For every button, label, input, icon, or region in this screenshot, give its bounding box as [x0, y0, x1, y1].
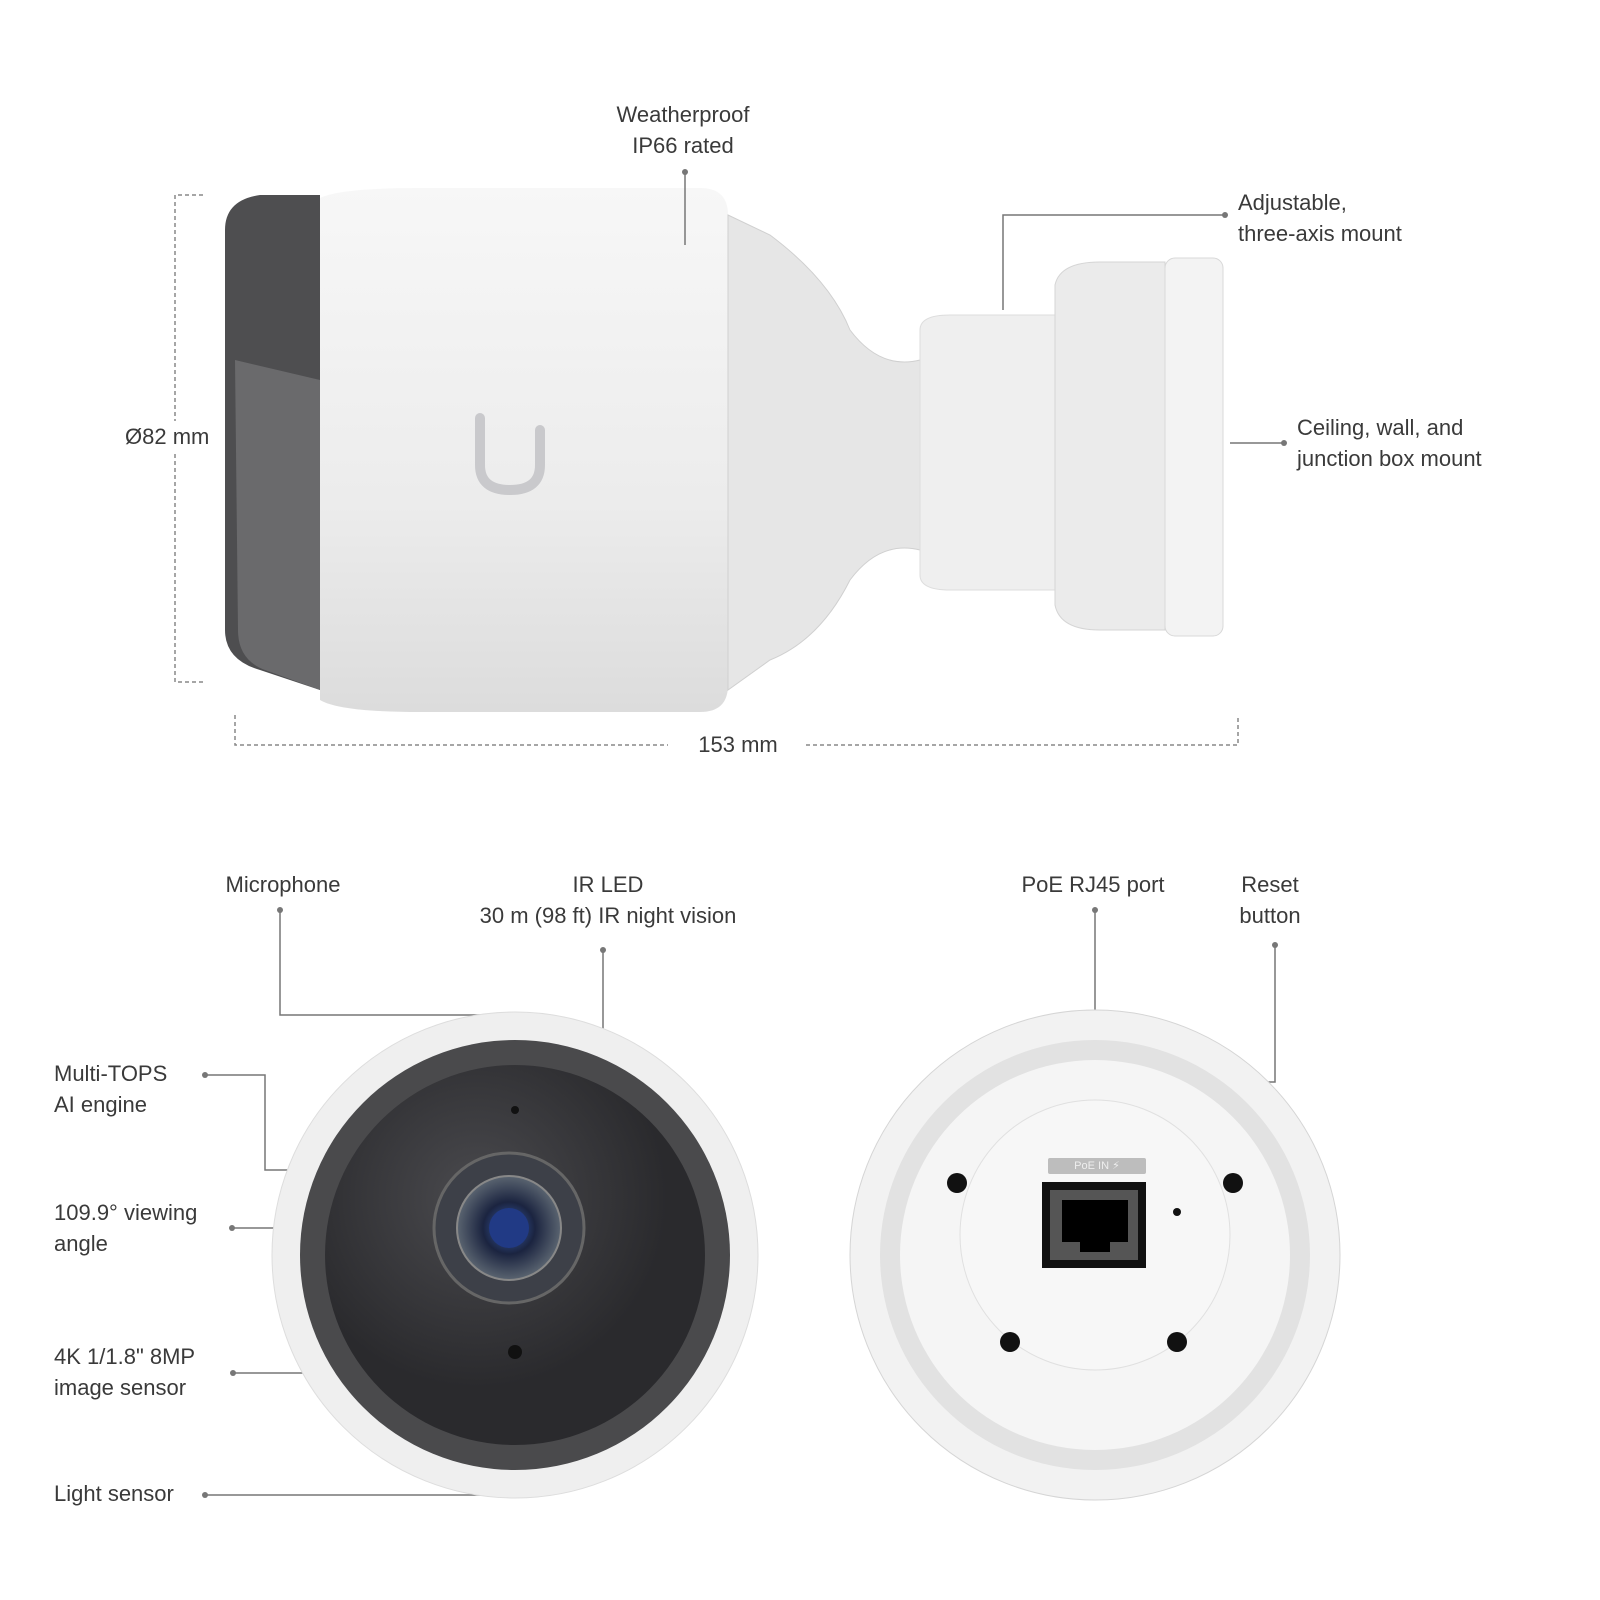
- poe-in-marking: PoE IN ⚡: [1048, 1158, 1146, 1174]
- reset-button-label: Reset button: [1239, 869, 1300, 931]
- ubiquiti-logo-icon: [475, 413, 545, 496]
- viewing-angle-label: 109.9° viewing angle: [54, 1197, 197, 1259]
- diameter-label: Ø82 mm: [125, 421, 210, 452]
- ai-engine-label: Multi-TOPS AI engine: [54, 1058, 167, 1120]
- label-line: 4K 1/1.8" 8MP: [54, 1344, 196, 1369]
- label-line: IP66 rated: [632, 133, 734, 158]
- label-line: Multi-TOPS: [54, 1061, 168, 1086]
- label-line: Ceiling, wall, and: [1297, 415, 1464, 440]
- microphone-label: Microphone: [225, 872, 341, 897]
- camera-front-view: [271, 1011, 759, 1499]
- label-line: Reset: [1241, 872, 1299, 897]
- mount-label: Adjustable, three-axis mount: [1238, 187, 1402, 249]
- ceiling-mount-label: Ceiling, wall, and junction box mount: [1297, 412, 1482, 474]
- label-line: button: [1239, 903, 1301, 928]
- light-sensor-label: Light sensor: [54, 1481, 174, 1506]
- length-label: 153 mm: [698, 732, 778, 757]
- label-line: Weatherproof: [616, 102, 750, 127]
- label-line: image sensor: [54, 1375, 187, 1400]
- poe-port-label: PoE RJ45 port: [1021, 872, 1165, 897]
- label-line: IR LED: [572, 872, 644, 897]
- dimension-lines: [174, 194, 1239, 746]
- ir-led-label: IR LED 30 m (98 ft) IR night vision: [480, 869, 737, 931]
- label-line: 109.9° viewing: [54, 1200, 198, 1225]
- label-line: 30 m (98 ft) IR night vision: [479, 903, 737, 928]
- camera-side-view: [225, 188, 1224, 712]
- image-sensor-label: 4K 1/1.8" 8MP image sensor: [54, 1341, 195, 1403]
- label-line: angle: [54, 1231, 108, 1256]
- label-line: junction box mount: [1297, 446, 1482, 471]
- label-line: AI engine: [54, 1092, 147, 1117]
- camera-back-view: [849, 1009, 1341, 1501]
- label-line: three-axis mount: [1238, 221, 1402, 246]
- label-line: Adjustable,: [1238, 190, 1347, 215]
